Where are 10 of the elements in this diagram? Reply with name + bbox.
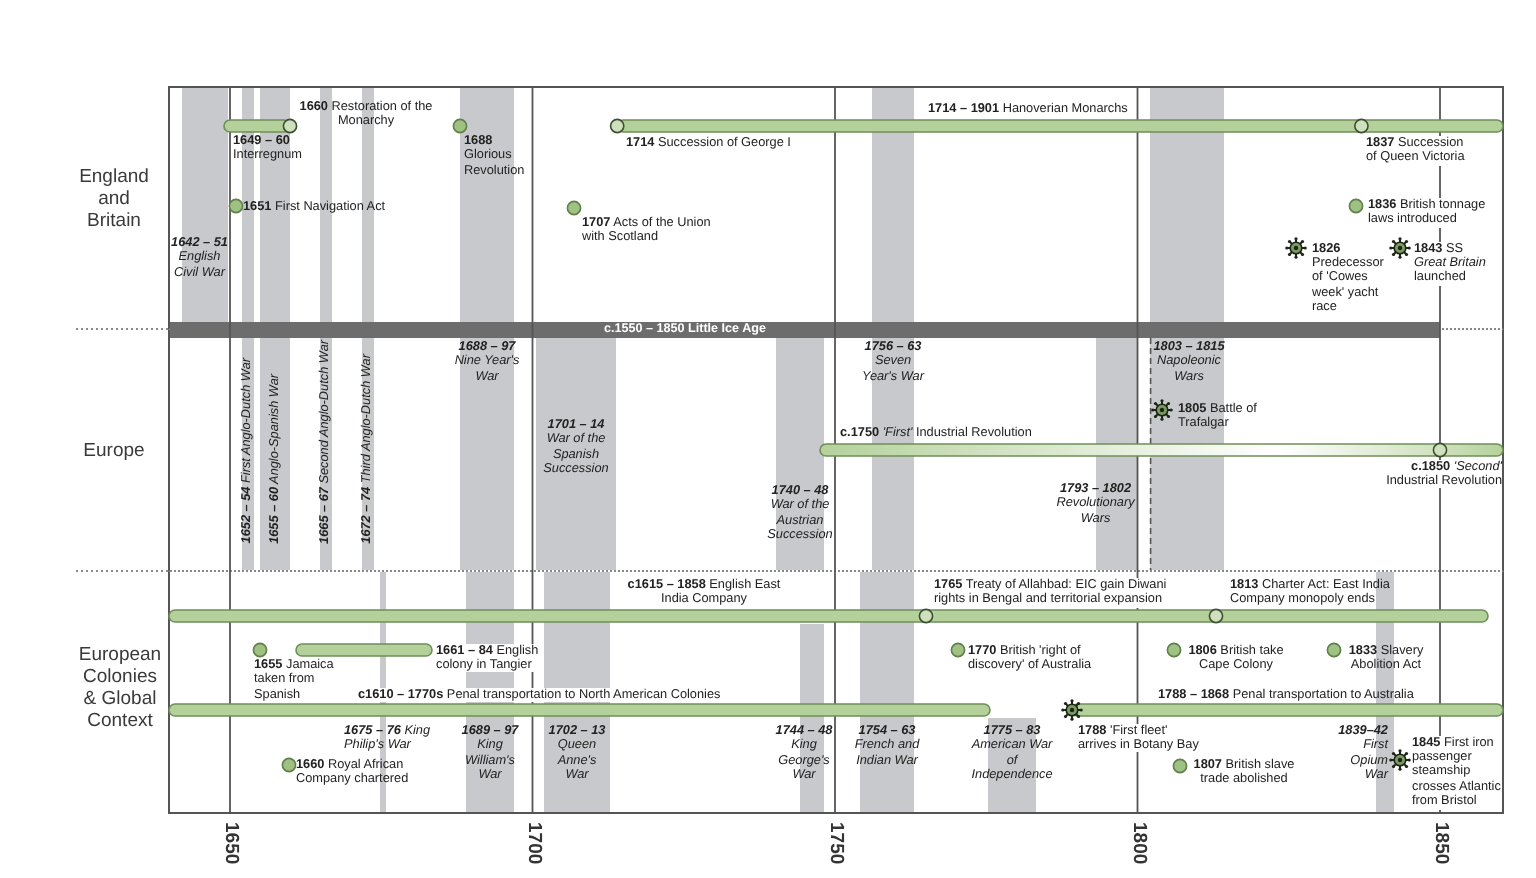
climate-period-bar xyxy=(170,322,1440,338)
axis-year-label: 1800 xyxy=(1127,822,1148,865)
axis-year-label: 1850 xyxy=(1430,822,1450,865)
axis-year-label: 1750 xyxy=(825,822,845,865)
axis-year-label: 1700 xyxy=(522,822,543,865)
axis-year-label: 1650 xyxy=(220,822,240,865)
row-heading: England and Britain xyxy=(78,166,150,232)
row-heading: European Colonies & Global Context xyxy=(78,644,162,732)
row-heading: Europe xyxy=(82,439,146,461)
war-period-band xyxy=(536,338,616,570)
